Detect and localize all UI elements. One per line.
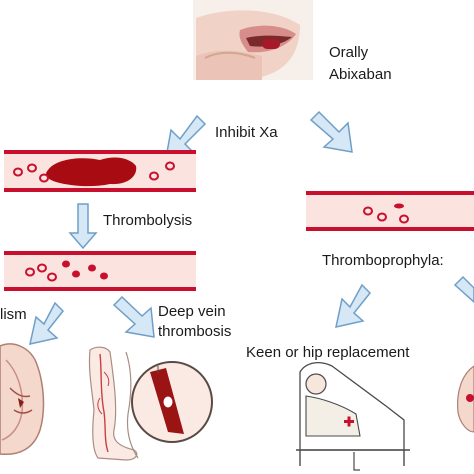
vessel-prophylaxis <box>306 191 474 231</box>
thromboprophylaxis-label: Thromboprophyla: <box>322 252 444 269</box>
drug-label-line2: Abixaban <box>329 66 392 83</box>
dvt-label-line1: Deep vein <box>158 303 226 320</box>
embolism-label: lism <box>0 306 27 323</box>
red-blood-cell <box>25 267 35 277</box>
arrow-to-thromboprophylaxis <box>309 110 353 153</box>
arrow-thrombolysis-down <box>68 203 98 250</box>
red-blood-cell <box>100 272 108 280</box>
replacement-label: Keen or hip replacement <box>246 344 410 361</box>
inhibit-xa-label: Inhibit Xa <box>215 124 278 141</box>
red-blood-cell <box>72 270 80 278</box>
arrow-to-dvt <box>112 295 155 338</box>
patient-bed-icon <box>296 361 410 471</box>
red-blood-cell <box>13 167 23 177</box>
arrow-right-edge <box>453 275 474 304</box>
magnified-vein-icon <box>125 351 213 459</box>
red-blood-cell <box>39 173 49 183</box>
red-blood-cell <box>62 260 70 268</box>
red-blood-cell <box>37 263 47 273</box>
arrow-to-embolism <box>29 301 65 345</box>
red-blood-cell <box>165 161 175 171</box>
vessel-after-thrombolysis <box>4 251 196 291</box>
red-blood-cell <box>27 163 37 173</box>
red-blood-cell <box>399 214 409 224</box>
red-blood-cell <box>394 203 404 209</box>
red-blood-cell <box>47 272 57 282</box>
arrow-to-replacement <box>335 283 372 328</box>
red-blood-cell <box>88 264 96 272</box>
red-blood-cell <box>377 212 387 222</box>
drug-label-line1: Orally <box>329 44 369 61</box>
thrombolysis-label: Thrombolysis <box>103 212 193 229</box>
red-blood-cell <box>363 206 373 216</box>
red-blood-cell <box>149 171 159 181</box>
lung-icon <box>0 343 45 456</box>
vessel-with-clot <box>4 150 196 192</box>
dvt-label-line2: thrombosis <box>158 323 232 340</box>
partial-illustration-icon <box>457 365 474 433</box>
mouth-pill-icon <box>193 0 313 80</box>
